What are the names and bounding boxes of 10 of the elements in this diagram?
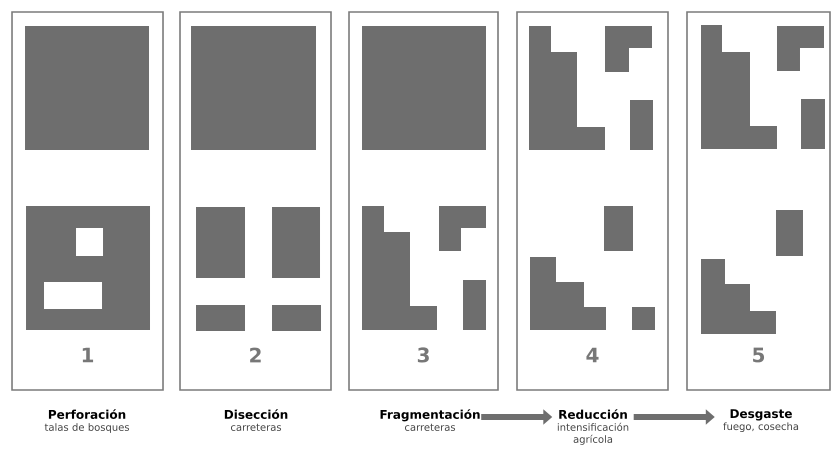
stage-caption: Fragmentación carreteras	[380, 409, 480, 431]
panel-number: 1	[82, 348, 94, 362]
panel-number: 4	[586, 348, 599, 362]
stage-caption: Desgaste fuego, cosecha	[723, 409, 798, 432]
panel-number: 5	[753, 348, 764, 362]
stage-caption: Perforación talas de bosques	[44, 409, 130, 433]
panel-number: 3	[418, 347, 429, 363]
stage-caption: Disección carreteras	[224, 409, 288, 431]
stage-caption: Reducción intensificación agrícola	[558, 409, 628, 445]
panel-number: 2	[250, 348, 261, 362]
